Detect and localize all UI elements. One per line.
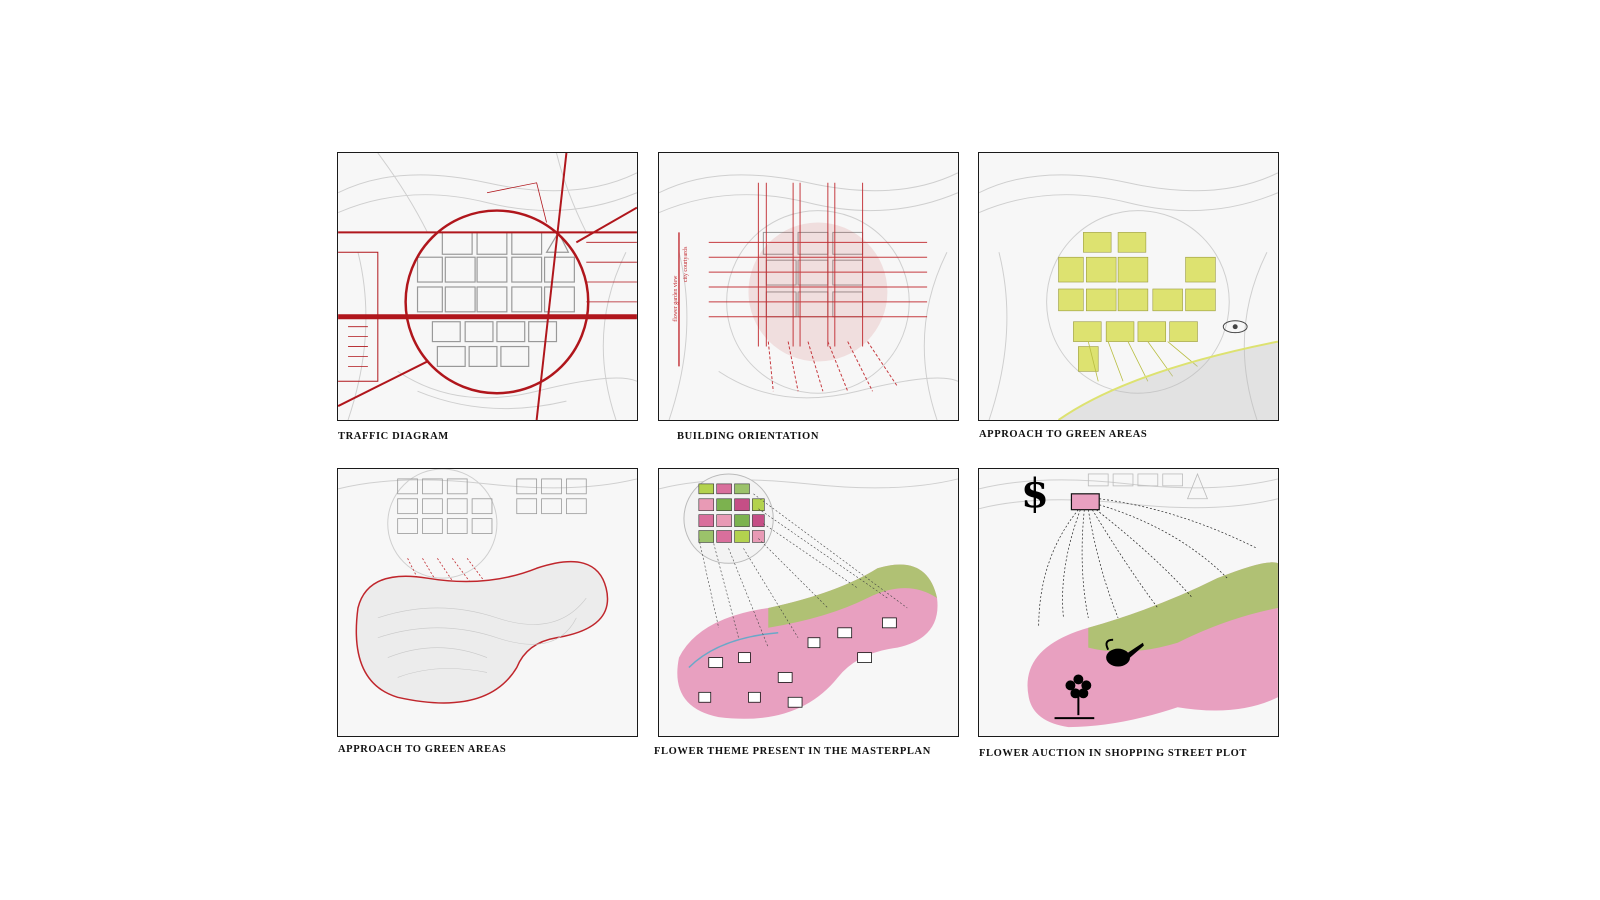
green-areas-caption-1: APPROACH TO GREEN AREAS xyxy=(979,429,1148,440)
green-areas-drawing-2 xyxy=(338,469,637,704)
flower-theme-caption: FLOWER THEME PRESENT IN THE MASTERPLAN xyxy=(654,746,931,757)
city-courtyards-label: city courtyards xyxy=(683,246,689,282)
flower-garden-view-label: flower garden view xyxy=(672,275,679,322)
watering-can-icon xyxy=(1105,638,1144,667)
flower-auction-caption: FLOWER AUCTION IN SHOPPING STREET PLOT xyxy=(979,748,1247,759)
building-orientation-panel: flower garden view city courtyards xyxy=(658,152,959,421)
eye-icon xyxy=(1222,320,1248,334)
building-orientation-caption: BUILDING ORIENTATION xyxy=(677,431,820,442)
flower-theme-panel xyxy=(658,468,959,737)
traffic-diagram-panel xyxy=(337,152,638,421)
traffic-diagram-drawing xyxy=(338,153,637,420)
green-areas-panel-1 xyxy=(978,152,1279,421)
green-areas-drawing-1 xyxy=(979,172,1278,420)
flower-theme-drawing xyxy=(659,473,958,719)
dollar-icon: $ xyxy=(1021,470,1049,517)
flower-auction-panel xyxy=(978,468,1279,737)
flower-icon xyxy=(1054,674,1095,720)
green-areas-caption-2: APPROACH TO GREEN AREAS xyxy=(338,744,507,755)
traffic-diagram-caption: TRAFFIC DIAGRAM xyxy=(338,431,449,442)
flower-auction-drawing xyxy=(979,472,1278,728)
building-orientation-drawing: flower garden view city courtyards xyxy=(659,172,958,420)
green-areas-panel-2 xyxy=(337,468,638,737)
